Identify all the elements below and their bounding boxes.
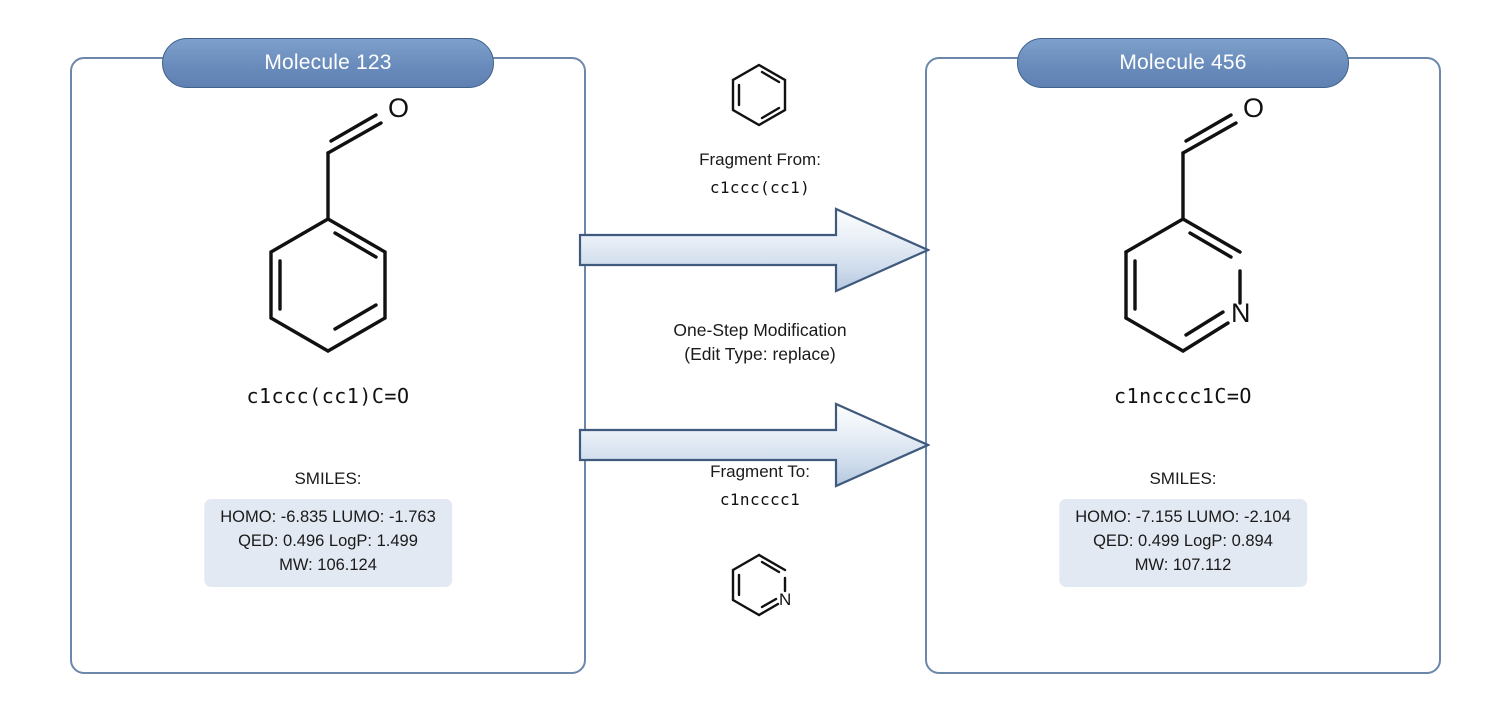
fragment-from-block: Fragment From: c1ccc(cc1) — [620, 150, 900, 197]
svg-text:O: O — [1243, 93, 1264, 123]
molecule-card-left: Molecule 123 O c1ccc(cc1)C=O SMILES: HOM… — [70, 38, 586, 674]
molecule-right-properties: HOMO: -7.155 LUMO: -2.104 QED: 0.499 Log… — [1059, 499, 1307, 587]
molecule-right-title-pill: Molecule 456 — [1017, 38, 1349, 88]
molecule-right-smiles-label: SMILES: — [1149, 469, 1217, 488]
svg-text:N: N — [779, 590, 791, 609]
fragment-to-label: Fragment To: — [710, 462, 810, 481]
molecule-left-smiles-label: SMILES: — [294, 469, 362, 488]
molecule-left-prop-line-1: HOMO: -6.835 LUMO: -1.763 — [220, 508, 436, 526]
molecule-left-smiles: c1ccc(cc1)C=O — [246, 384, 410, 408]
pyridine-ring-structure-icon: N — [724, 545, 794, 630]
edit-description-line-1: One-Step Modification — [673, 320, 847, 340]
molecule-card-right: Molecule 456 N O — [925, 38, 1441, 674]
benzaldehyde-structure-icon: O — [218, 91, 438, 361]
edit-description: One-Step Modification (Edit Type: replac… — [600, 319, 920, 366]
molecule-left-title: Molecule 123 — [264, 51, 392, 74]
fragment-from-label: Fragment From: — [699, 150, 821, 169]
molecule-right-title: Molecule 456 — [1119, 51, 1247, 74]
edit-description-line-2: (Edit Type: replace) — [684, 343, 836, 364]
right-arrow-icon-top — [578, 205, 931, 300]
molecule-right-smiles: c1ncccc1C=O — [1114, 384, 1252, 408]
molecule-left-properties: HOMO: -6.835 LUMO: -1.763 QED: 0.496 Log… — [204, 499, 452, 587]
molecule-left-prop-line-3: MW: 106.124 — [279, 555, 377, 574]
svg-text:O: O — [388, 93, 409, 123]
molecule-right-prop-line-3: MW: 107.112 — [1134, 555, 1232, 574]
molecule-left-prop-line-2: QED: 0.496 LogP: 1.499 — [238, 531, 418, 550]
molecule-right-prop-line-1: HOMO: -7.155 LUMO: -2.104 — [1075, 508, 1291, 526]
svg-text:N: N — [1231, 298, 1251, 328]
molecule-left-title-pill: Molecule 123 — [162, 38, 494, 88]
fragment-from-smiles: c1ccc(cc1) — [709, 178, 811, 197]
fragment-to-smiles: c1ncccc1 — [719, 490, 801, 509]
benzene-ring-structure-icon — [724, 55, 794, 140]
right-arrow-icon-bottom — [578, 400, 931, 495]
fragment-to-block: Fragment To: c1ncccc1 — [620, 462, 900, 509]
molecule-right-prop-line-2: QED: 0.499 LogP: 0.894 — [1093, 531, 1273, 550]
pyridine-carbaldehyde-structure-icon: N O — [1073, 91, 1293, 361]
